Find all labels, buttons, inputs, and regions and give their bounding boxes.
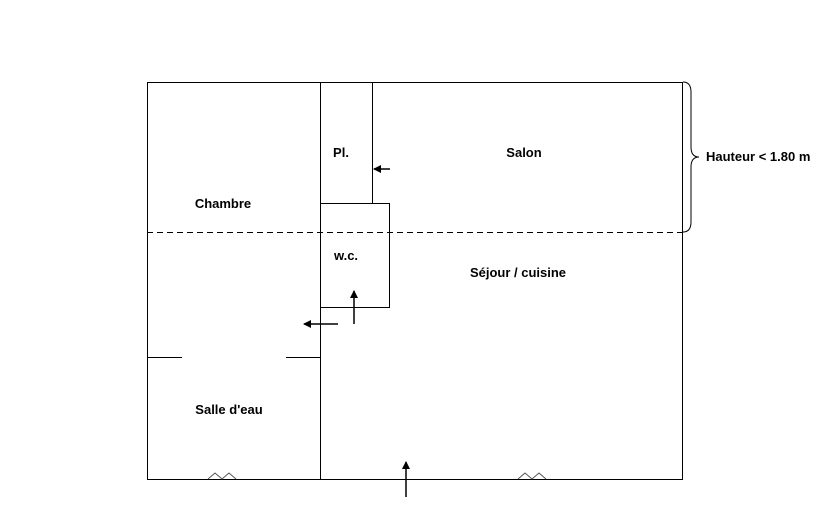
window-sejour [517,472,547,480]
height-brace [682,81,700,233]
room-label-wc: w.c. [333,248,358,263]
room-label-chambre: Chambre [195,196,251,211]
room-label-sejour: Séjour / cuisine [470,265,566,280]
wc-walls [320,203,390,308]
room-label-placard: Pl. [333,145,349,160]
room-label-salle-eau: Salle d'eau [195,402,262,417]
window-salle-eau [207,472,237,480]
height-note: Hauteur < 1.80 m [706,149,810,164]
outer-wall [147,82,683,480]
room-label-salon: Salon [506,145,541,160]
